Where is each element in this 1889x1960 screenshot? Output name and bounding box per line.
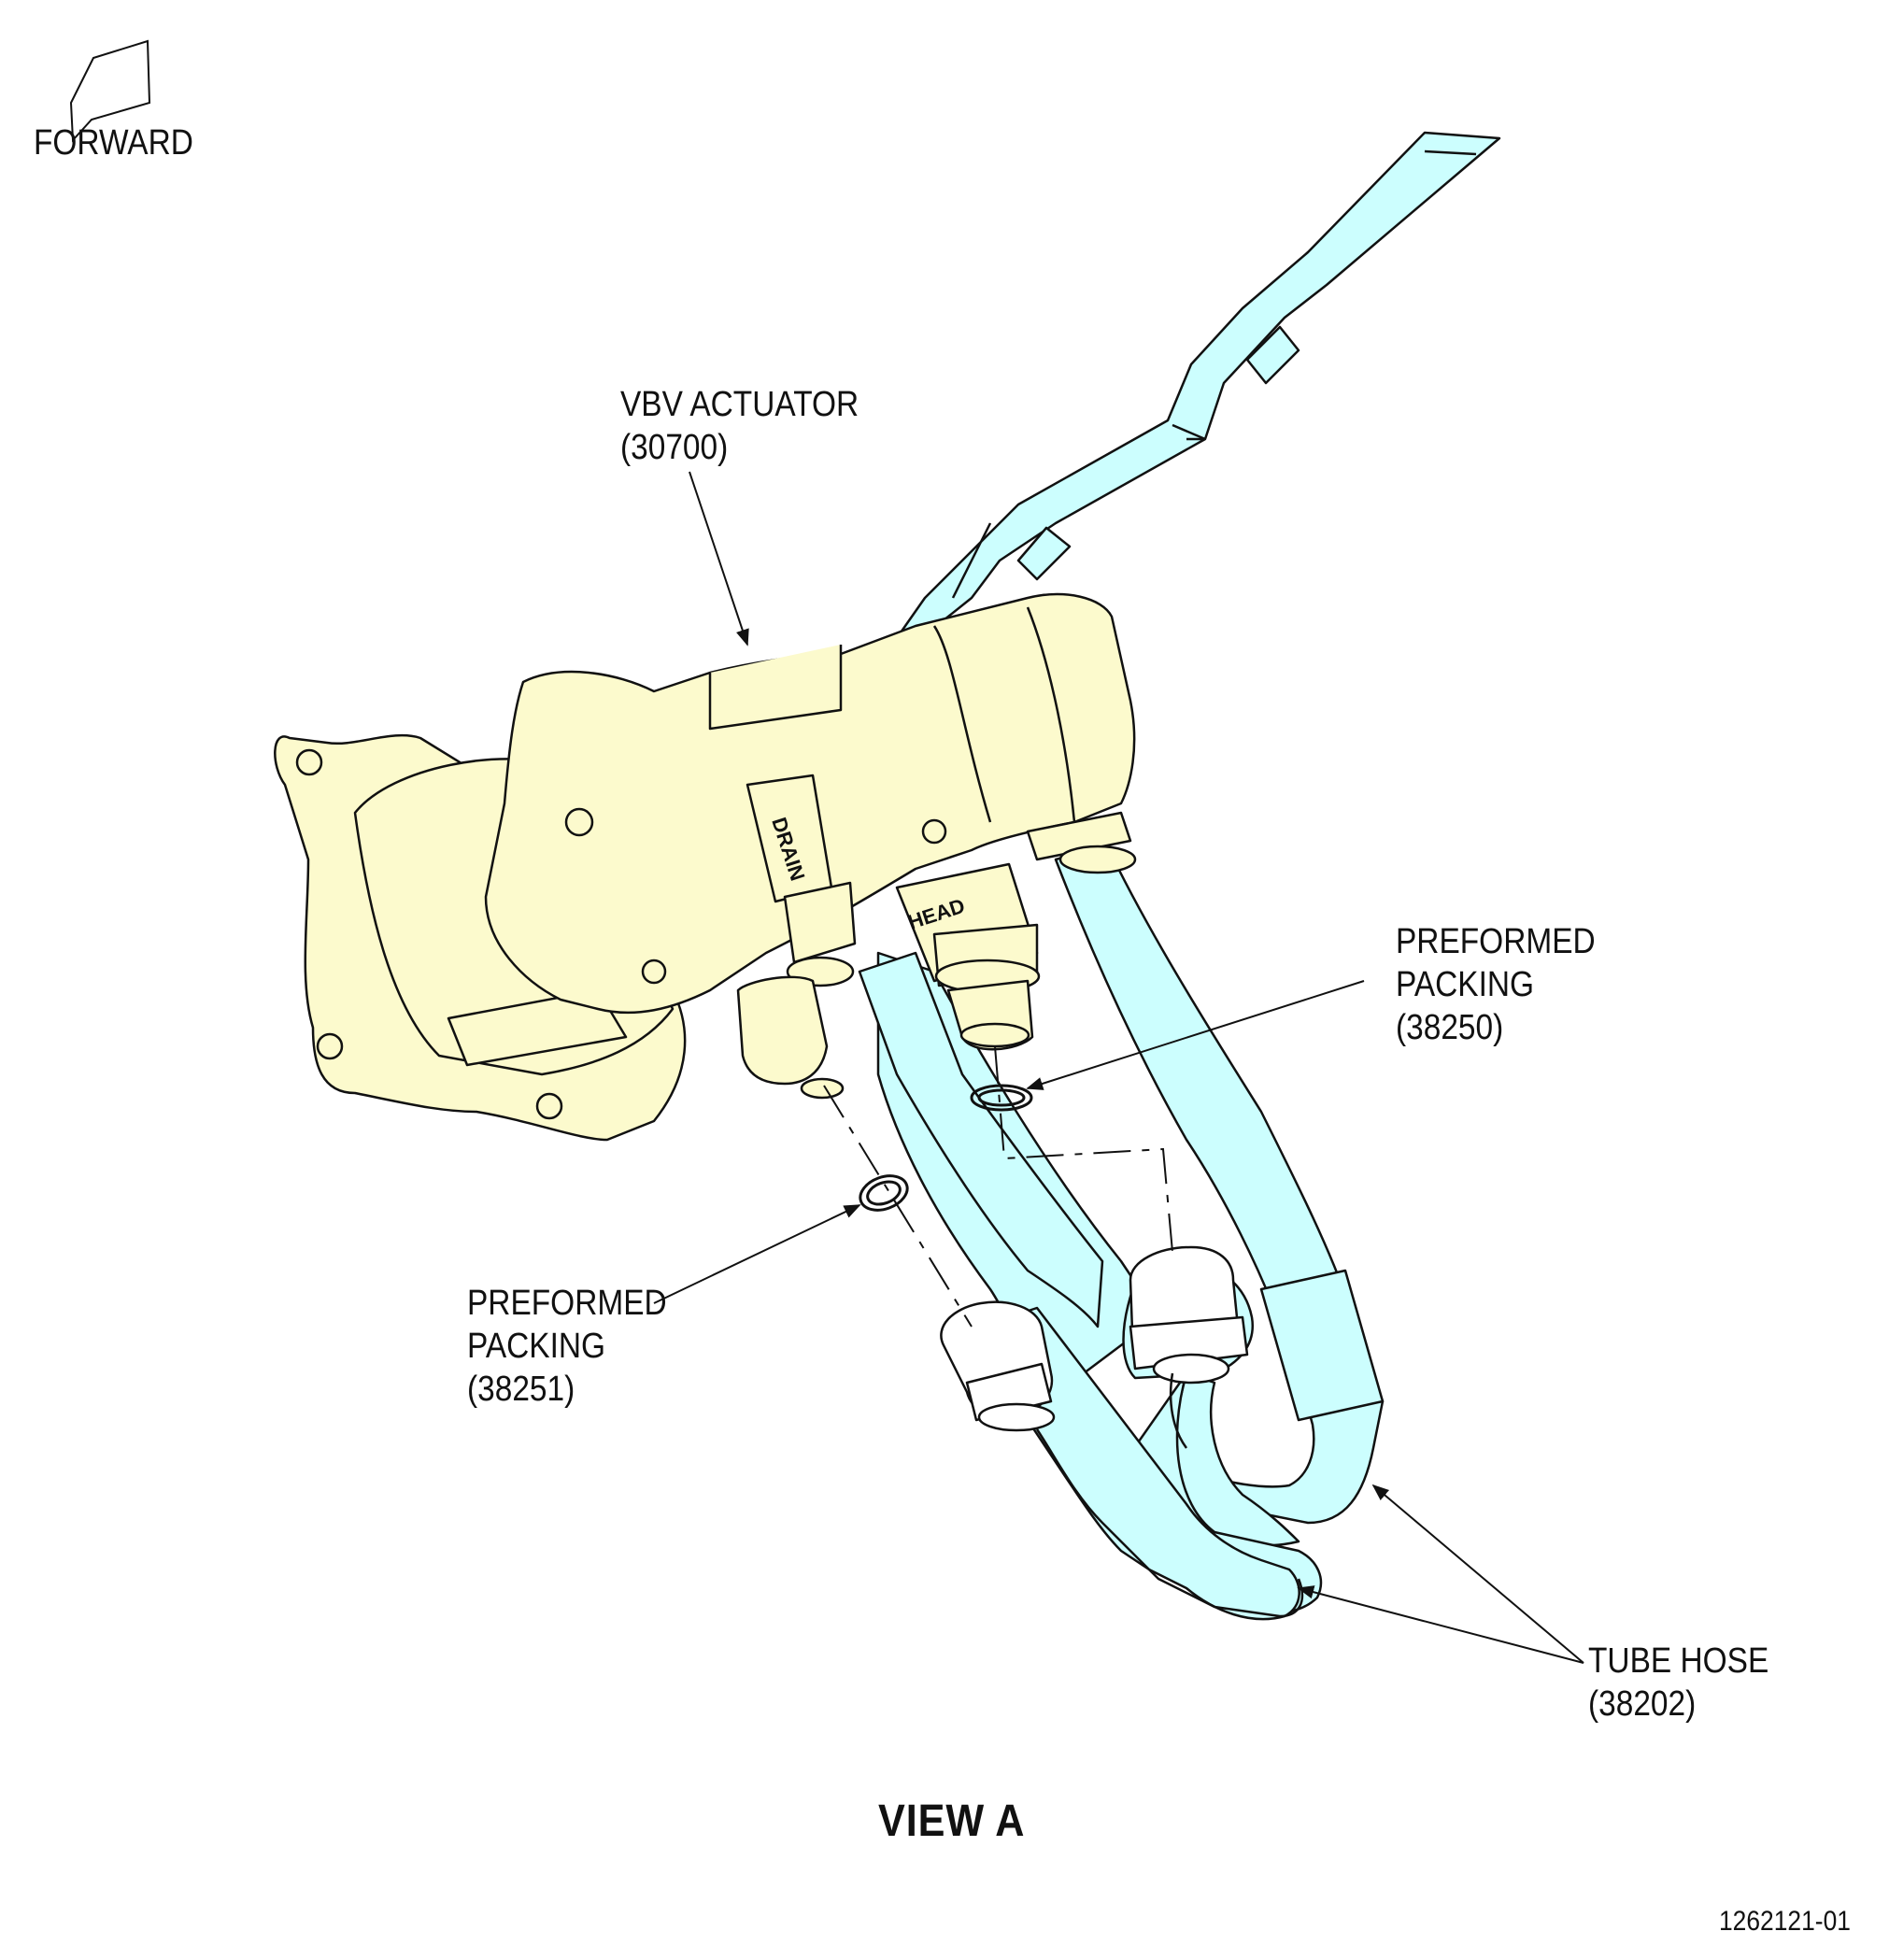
leader-vbv-actuator: [689, 471, 749, 646]
vbv-actuator-part: (30700): [620, 428, 729, 467]
packing-38251-label: PREFORMED PACKING (38251): [467, 1282, 667, 1411]
upper-hose-bundle: [890, 131, 1501, 646]
leader-packing-38250: [1026, 980, 1365, 1090]
forward-label: FORWARD: [34, 121, 193, 164]
leader-packing-38251: [653, 1204, 861, 1304]
packing-lower-line2: PACKING: [467, 1327, 606, 1366]
packing-upper-line2: PACKING: [1396, 965, 1535, 1004]
vbv-actuator-label: VBV ACTUATOR (30700): [620, 383, 859, 469]
forward-text: FORWARD: [34, 123, 193, 163]
packing-upper-part: (38250): [1396, 1008, 1504, 1047]
leader-lines: [653, 471, 1584, 1664]
fitting-nut-middle: [1129, 1245, 1249, 1449]
assembly-lines: [823, 1045, 1173, 1328]
preformed-packing-38250: [970, 1084, 1033, 1112]
leader-tube-hose-a: [1371, 1484, 1584, 1664]
preformed-packing-38251: [859, 1174, 909, 1212]
fitting-nut-left: [940, 1300, 1056, 1432]
forward-arrow-icon: [69, 39, 151, 143]
vbv-actuator-name: VBV ACTUATOR: [620, 385, 859, 424]
view-title: VIEW A: [878, 1797, 1026, 1846]
packing-lower-part: (38251): [467, 1370, 575, 1409]
leader-tube-hose-b: [1297, 1585, 1584, 1664]
tube-hose-left: [858, 951, 1304, 1621]
vbv-actuator: [274, 592, 1137, 1142]
figure-number: 1262121-01: [1719, 1906, 1851, 1937]
tube-hose-part: (38202): [1588, 1684, 1697, 1724]
packing-38250-label: PREFORMED PACKING (38250): [1396, 920, 1596, 1049]
tube-hose-name: TUBE HOSE: [1588, 1641, 1769, 1681]
tube-hose-label: TUBE HOSE (38202): [1588, 1640, 1768, 1726]
packing-upper-line1: PREFORMED: [1396, 922, 1596, 961]
packing-lower-line1: PREFORMED: [467, 1284, 667, 1323]
